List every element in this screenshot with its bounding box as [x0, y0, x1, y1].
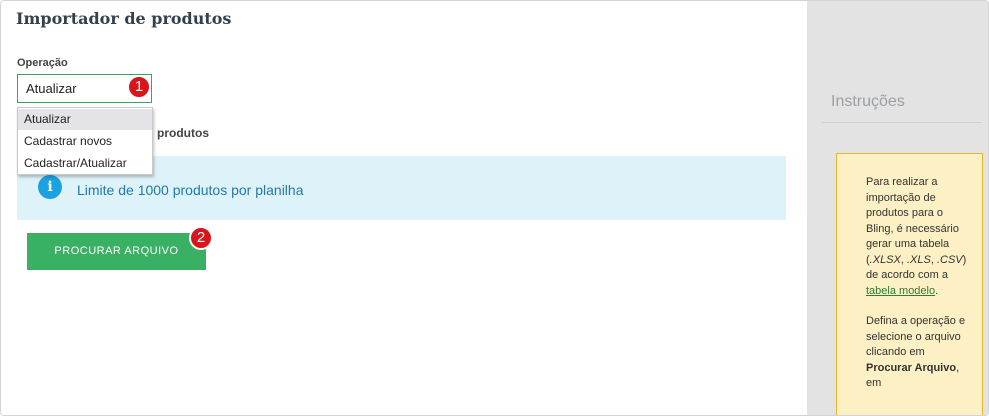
instructions-title: Instruções — [831, 93, 905, 110]
instructions-sidebar: Instruções Para realizar a importação de… — [807, 1, 988, 415]
option-cadastrar-novos[interactable]: Cadastrar novos — [24, 134, 113, 148]
step-badge-2: 2 — [189, 226, 213, 250]
operation-label: Operação — [17, 57, 68, 69]
option-atualizar[interactable]: Atualizar — [18, 109, 152, 130]
info-icon: i — [38, 175, 62, 199]
step-badge-1: 1 — [127, 75, 151, 99]
option-cadastrar-atualizar[interactable]: Cadastrar/Atualizar — [24, 156, 127, 170]
browse-file-button[interactable]: PROCURAR ARQUIVO — [27, 233, 206, 270]
template-table-link[interactable]: tabela modelo — [866, 284, 936, 297]
section-label: produtos — [157, 126, 209, 140]
sidebar-divider — [821, 122, 981, 123]
page-title: Importador de produtos — [16, 9, 232, 28]
main-panel: Importador de produtos Operação Atualiza… — [1, 1, 807, 415]
note-paragraph-2: Defina a operação e selecione o arquivo … — [866, 315, 966, 389]
instructions-note: Para realizar a importação de produtos p… — [836, 153, 983, 415]
operation-dropdown: Atualizar Cadastrar novos Cadastrar/Atua… — [17, 107, 153, 175]
note-paragraph-1: Para realizar a importação de produtos p… — [866, 176, 967, 297]
info-text: Limite de 1000 produtos por planilha — [77, 182, 304, 198]
